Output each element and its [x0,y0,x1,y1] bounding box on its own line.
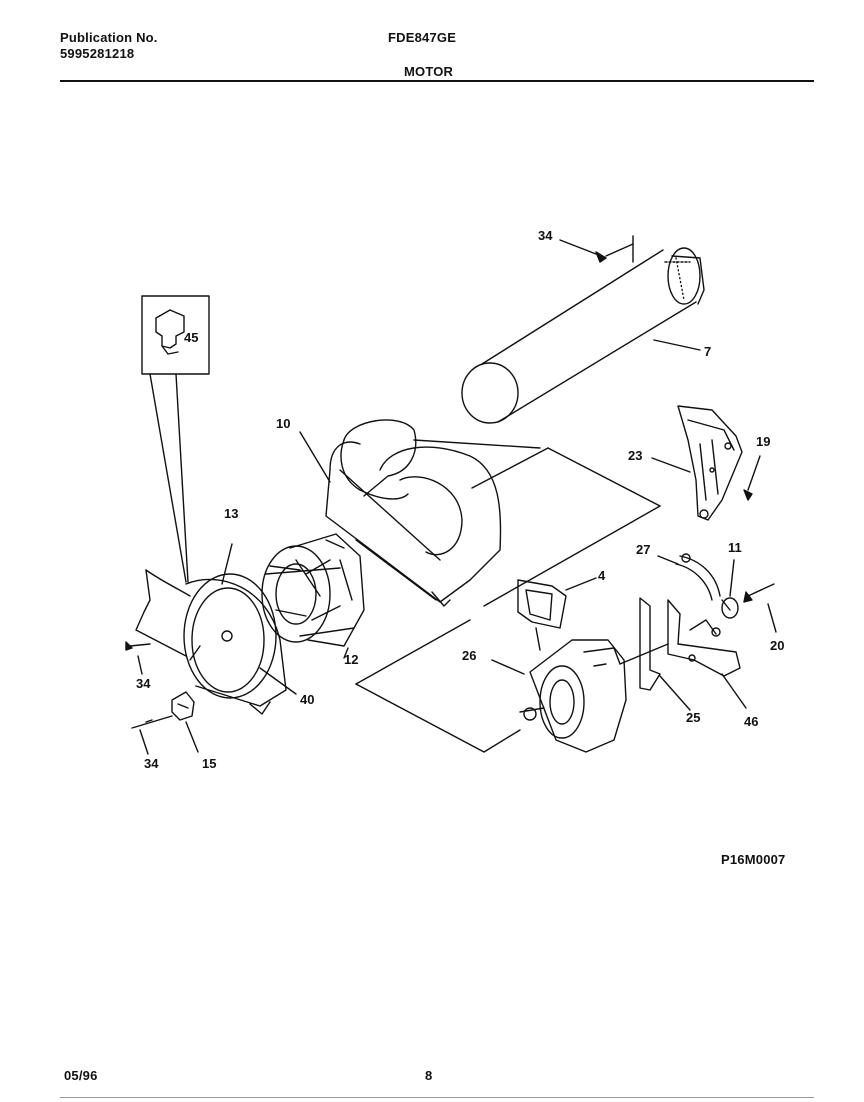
part-label-15: 15 [202,756,216,771]
part-label-46: 46 [744,714,758,729]
publication-number: 5995281218 [60,46,135,61]
publication-label: Publication No. [60,30,158,45]
part-label-20: 20 [770,638,784,653]
part-34-screw-top [559,239,634,263]
part-10-blower-housing [325,419,541,607]
part-27-spring [657,553,721,601]
part-label-27: 27 [636,542,650,557]
part-13-cover [135,543,287,715]
part-label-34b: 34 [136,676,151,691]
section-title: MOTOR [404,64,454,79]
part-label-25: 25 [686,710,700,725]
part-7-duct [461,235,705,424]
part-23-bracket [677,405,743,521]
part-label-7: 7 [704,344,711,359]
figure-code: P16M0007 [721,852,786,867]
part-45-inset [141,295,210,583]
part-46-idler-bracket [667,599,747,709]
part-26-motor [491,639,669,753]
part-labels: 34 45 7 10 23 19 13 27 11 4 20 12 26 34 … [136,228,784,771]
part-label-40: 40 [300,692,314,707]
part-4-bracket [517,577,597,651]
part-25-idler-arm [639,597,691,711]
footer-rule [60,1097,814,1098]
part-34-screw-left [125,641,151,675]
part-label-4: 4 [598,568,606,583]
footer-date: 05/96 [64,1068,98,1083]
part-label-23: 23 [628,448,642,463]
part-label-34c: 34 [144,756,159,771]
model-number: FDE847GE [388,30,457,45]
header-rule [60,80,814,82]
part-label-10: 10 [276,416,290,431]
footer-page-number: 8 [425,1068,433,1083]
part-label-19: 19 [756,434,770,449]
part-label-11: 11 [728,540,742,555]
part-label-26: 26 [462,648,476,663]
assembly-outline [265,447,661,753]
part-label-34: 34 [538,228,553,243]
part-label-13: 13 [224,506,238,521]
part-15-fitting [131,691,199,755]
part-12-blower-wheel [261,533,365,647]
part-11-pulley [721,559,739,619]
part-label-12: 12 [344,652,358,667]
part-20-bolt [743,583,777,633]
part-label-45: 45 [184,330,198,345]
